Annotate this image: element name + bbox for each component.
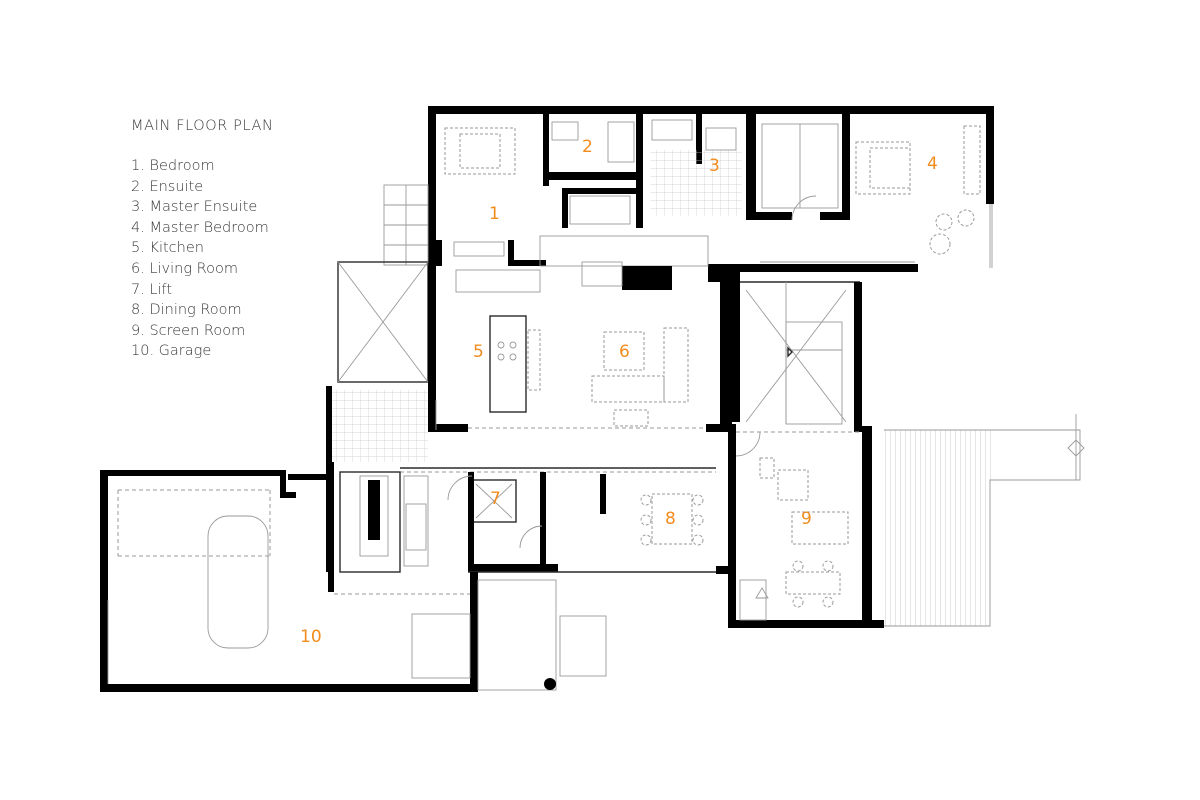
legend-item: 9. Screen Room xyxy=(131,322,246,339)
legend-item: 5. Kitchen xyxy=(131,240,204,257)
room-number-8: 8 xyxy=(665,509,676,529)
room-number-2: 2 xyxy=(582,137,593,157)
room-legend-list: 1. Bedroom 2. Ensuite 3. Master Ensuite … xyxy=(131,156,274,362)
legend-item: 2. Ensuite xyxy=(131,178,204,195)
main-living xyxy=(428,235,736,432)
legend: MAIN FLOOR PLAN 1. Bedroom 2. Ensuite 3.… xyxy=(131,118,274,362)
room-number-9: 9 xyxy=(801,509,812,529)
legend-item: 3. Master Ensuite xyxy=(131,199,258,216)
legend-item: 4. Master Bedroom xyxy=(131,219,269,236)
deck xyxy=(884,414,1085,627)
room-number-4: 4 xyxy=(927,154,938,174)
legend-item: 8. Dining Room xyxy=(131,302,242,319)
room-number-3: 3 xyxy=(709,156,720,176)
bedroom-wing xyxy=(428,106,994,282)
plan-title: MAIN FLOOR PLAN xyxy=(131,118,274,134)
room-number-6: 6 xyxy=(619,342,630,362)
legend-item: 10. Garage xyxy=(131,343,212,360)
legend-item: 1. Bedroom xyxy=(131,158,215,174)
right-stair xyxy=(732,272,862,432)
room-number-10: 10 xyxy=(300,627,322,647)
lower-core xyxy=(326,426,884,628)
cooktop-icon xyxy=(497,341,517,361)
garage xyxy=(100,470,607,692)
legend-item: 6. Living Room xyxy=(131,260,238,277)
legend-item: 7. Lift xyxy=(131,281,173,298)
room-number-1: 1 xyxy=(489,204,500,224)
dining-chairs xyxy=(640,494,704,546)
room-number-7: 7 xyxy=(490,489,501,509)
stair-entry xyxy=(326,184,429,466)
room-number-5: 5 xyxy=(473,342,484,362)
